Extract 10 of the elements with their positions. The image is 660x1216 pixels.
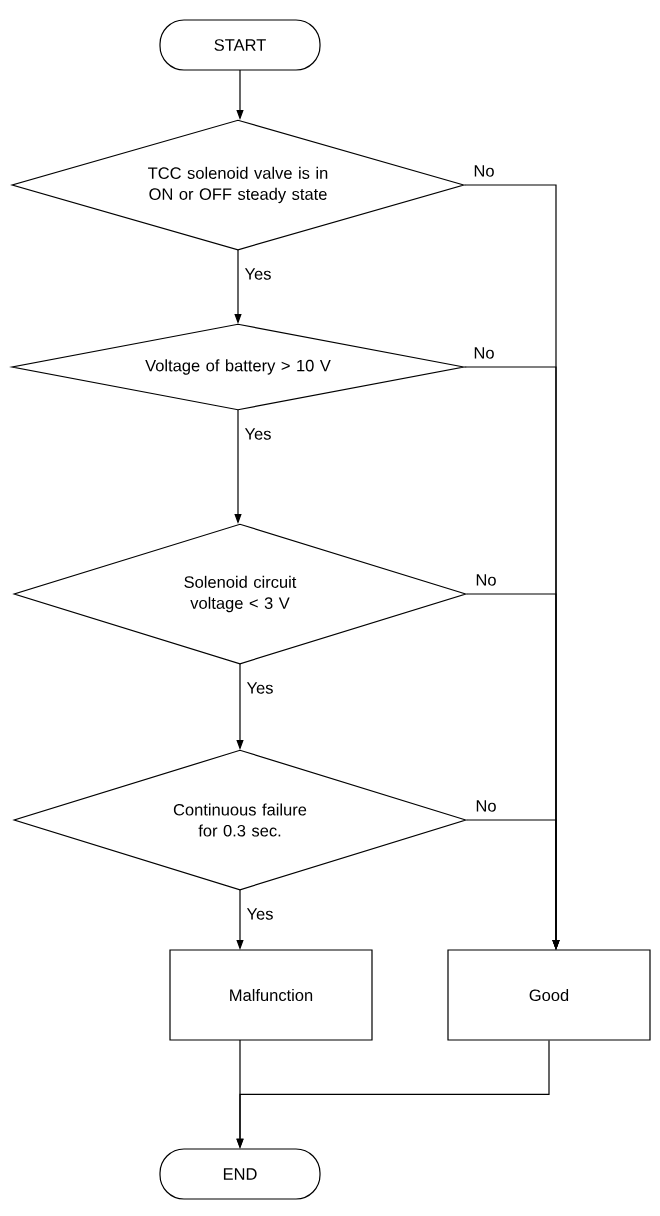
edge-label: No (474, 799, 498, 813)
edge-label: Yes (245, 907, 275, 921)
edge-label: Yes (243, 267, 273, 281)
edge-label: Yes (243, 427, 273, 441)
edge-label: Yes (245, 681, 275, 695)
process-box: Malfunction (169, 949, 373, 1041)
edge-label: No (472, 164, 496, 178)
edge-label: No (472, 346, 496, 360)
process-box: Good (447, 949, 651, 1041)
edge-label: No (474, 573, 498, 587)
